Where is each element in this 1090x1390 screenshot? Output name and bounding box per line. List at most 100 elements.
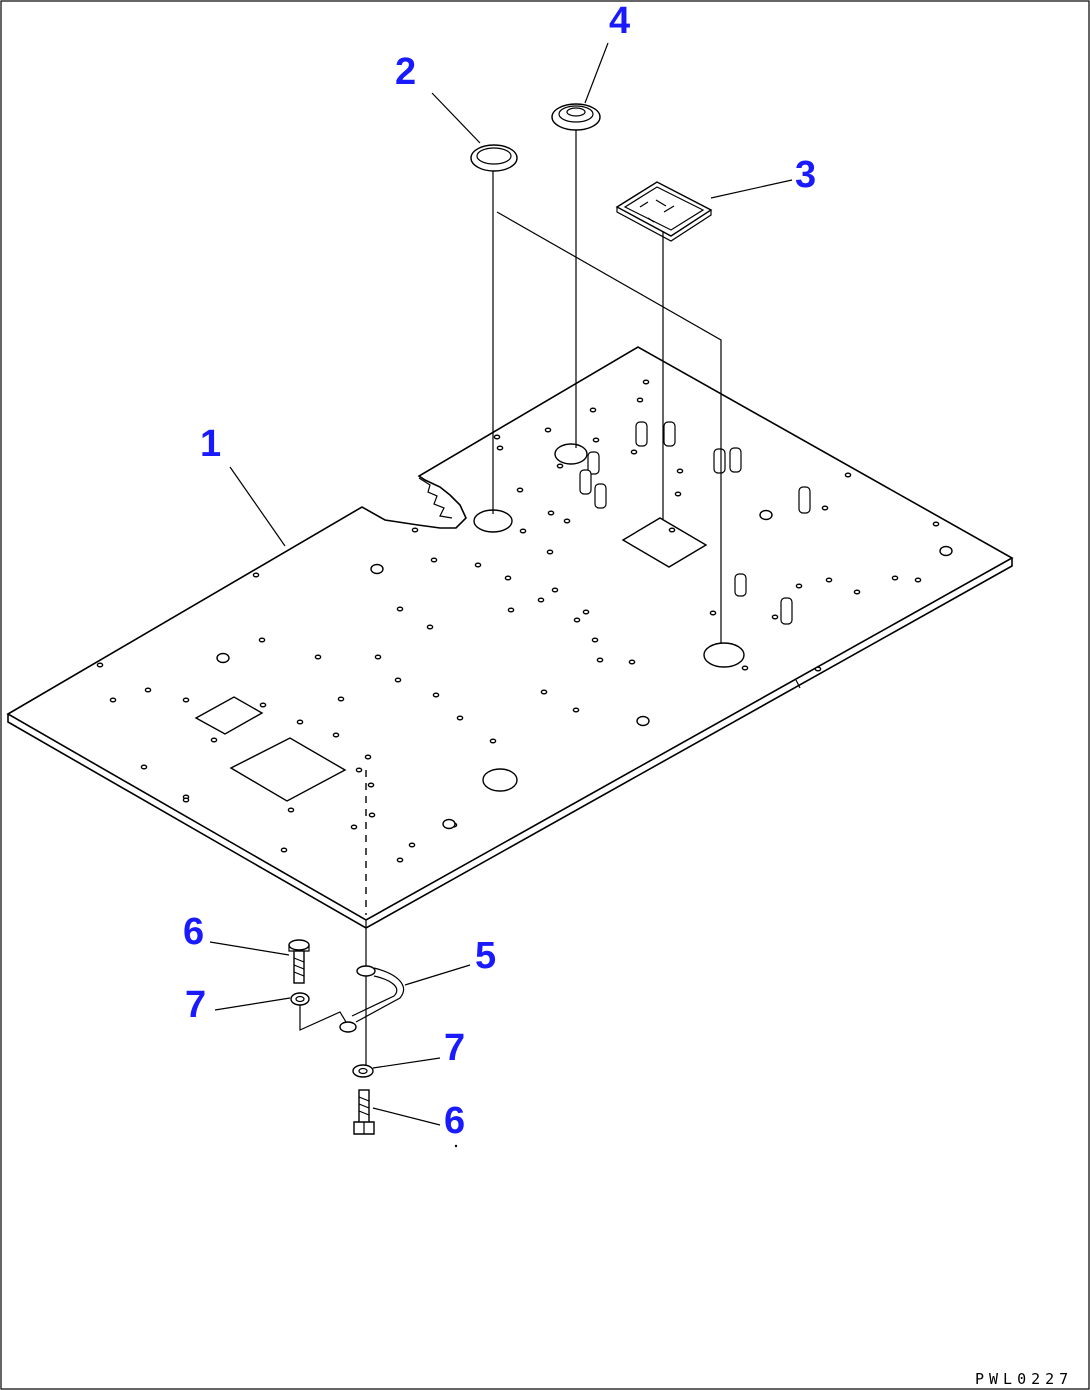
mounting-hole [411, 527, 419, 533]
mounting-hole [394, 677, 402, 683]
mounting-hole [140, 764, 148, 770]
mounting-hole [182, 697, 190, 703]
mounting-hole [516, 487, 524, 493]
mounting-hole [396, 857, 404, 863]
mounting-hole [546, 549, 554, 555]
mounting-hole [540, 689, 548, 695]
mounting-hole [350, 824, 358, 830]
mounting-hole [355, 767, 363, 773]
callout-7-lower: 7 [444, 1027, 465, 1069]
mounting-hole [109, 697, 117, 703]
mounting-hole [489, 738, 497, 744]
callout-6-upper: 6 [183, 911, 204, 953]
callout-labels: 1 2 3 4 5 6 6 7 7 [183, 0, 816, 1142]
callout-7-upper: 7 [185, 984, 206, 1026]
mounting-hole [814, 666, 822, 672]
mounting-hole [280, 847, 288, 853]
mounting-hole [537, 597, 545, 603]
leader-part-1 [229, 466, 286, 547]
washer-part-7-lower [352, 1057, 441, 1078]
mounting-hole [314, 654, 322, 660]
bolt-part-6-lower [353, 1089, 458, 1148]
mounting-hole [844, 472, 852, 478]
bolt-hole [759, 509, 773, 521]
mounting-hole [636, 397, 644, 403]
drawing-code: PWL0227 [975, 1370, 1073, 1388]
callout-6-lower: 6 [444, 1100, 465, 1142]
bolt-hole [939, 545, 953, 557]
mounting-hole [592, 437, 600, 443]
mounting-hole [296, 719, 304, 725]
mounting-hole [493, 434, 501, 440]
callout-5: 5 [475, 935, 496, 977]
mounting-hole [628, 659, 636, 665]
mounting-hole [932, 521, 940, 527]
ground-cable-part-5 [339, 964, 471, 1033]
mounting-hole [474, 562, 482, 568]
mounting-hole [676, 468, 684, 474]
mounting-hole [496, 445, 504, 451]
mounting-hole [364, 754, 372, 760]
mounting-hole [642, 379, 650, 385]
callout-1: 1 [200, 423, 221, 465]
mounting-hole [210, 737, 218, 743]
mounting-hole [396, 606, 404, 612]
mounting-hole [332, 732, 340, 738]
mounting-hole [589, 407, 597, 413]
mounting-hole [252, 572, 260, 578]
mounting-hole [182, 797, 190, 803]
callout-3: 3 [795, 154, 816, 196]
mounting-hole [432, 692, 440, 698]
mounting-hole [630, 449, 638, 455]
mounting-hole [914, 577, 922, 583]
mounting-hole [144, 687, 152, 693]
mounting-hole [556, 463, 564, 469]
bolt-hole [370, 563, 384, 575]
mounting-hole [368, 812, 376, 818]
mounting-hole [771, 614, 779, 620]
mounting-hole [825, 577, 833, 583]
mounting-hole [374, 654, 382, 660]
mounting-hole [674, 491, 682, 497]
mounting-hole [287, 807, 295, 813]
mounting-hole [96, 662, 104, 668]
mounting-hole [544, 427, 552, 433]
mounting-hole [572, 707, 580, 713]
mounting-hole [795, 583, 803, 589]
mounting-hole [853, 589, 861, 595]
mounting-hole [337, 696, 345, 702]
mounting-hole [668, 527, 676, 533]
mounting-hole [709, 610, 717, 616]
assembly-lines [299, 128, 722, 1065]
mounting-hole [596, 657, 604, 663]
mounting-hole [456, 715, 464, 721]
mounting-hole [547, 510, 555, 516]
mounting-hole [551, 587, 559, 593]
bolt-part-6-upper [209, 939, 310, 984]
callout-2: 2 [395, 51, 416, 93]
washer-part-7-upper [214, 992, 310, 1011]
mounting-hole [582, 609, 590, 615]
mounting-hole [891, 575, 899, 581]
mounting-hole [573, 617, 581, 623]
mounting-hole [591, 637, 599, 643]
callout-4: 4 [609, 0, 630, 42]
cover-part-3 [615, 179, 793, 242]
bolt-hole [636, 715, 650, 727]
bolt-hole [442, 818, 456, 830]
mounting-hole [519, 528, 527, 534]
bolt-hole [216, 652, 230, 664]
mounting-hole [821, 505, 829, 511]
mounting-hole [259, 702, 267, 708]
mounting-hole [504, 575, 512, 581]
grommet-part-4 [551, 42, 609, 131]
mounting-hole [426, 624, 434, 630]
mounting-hole [563, 518, 571, 524]
mounting-hole [430, 557, 438, 563]
mounting-hole [408, 842, 416, 848]
mounting-hole [258, 637, 266, 643]
mounting-hole [741, 665, 749, 671]
